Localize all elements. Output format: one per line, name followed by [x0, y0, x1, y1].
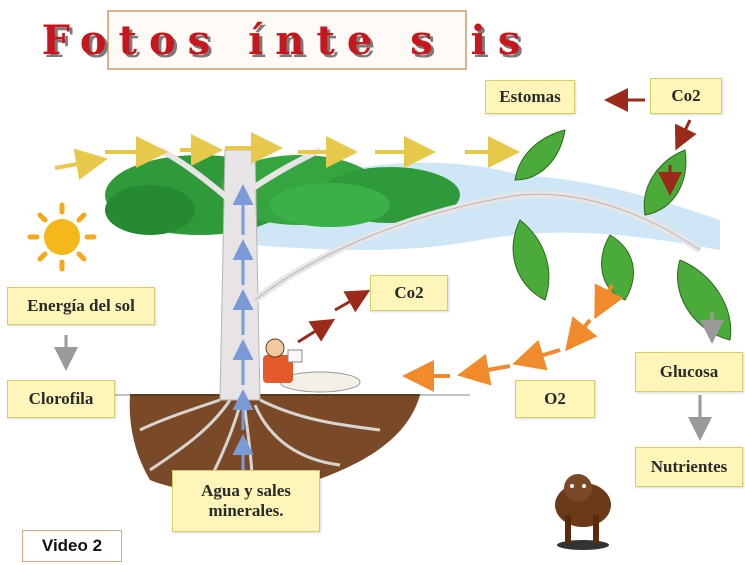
cow-icon	[555, 474, 611, 550]
label-agua-y-sales: Agua y sales minerales.	[172, 470, 320, 532]
label-estomas: Estomas	[485, 80, 575, 114]
label-o2: O2	[515, 380, 595, 418]
label-energia-del-sol: Energía del sol	[7, 287, 155, 325]
title-box: Fotos ínte s is	[107, 10, 467, 70]
label-co2-mid: Co2	[370, 275, 448, 311]
video-link[interactable]: Video 2	[22, 530, 122, 562]
sun-icon	[30, 205, 94, 269]
label-co2-top: Co2	[650, 78, 722, 114]
label-clorofila: Clorofila	[7, 380, 115, 418]
person-reading-icon	[263, 339, 360, 392]
label-glucosa: Glucosa	[635, 352, 743, 392]
label-nutrientes: Nutrientes	[635, 447, 743, 487]
page-title: Fotos ínte s is	[42, 17, 533, 64]
